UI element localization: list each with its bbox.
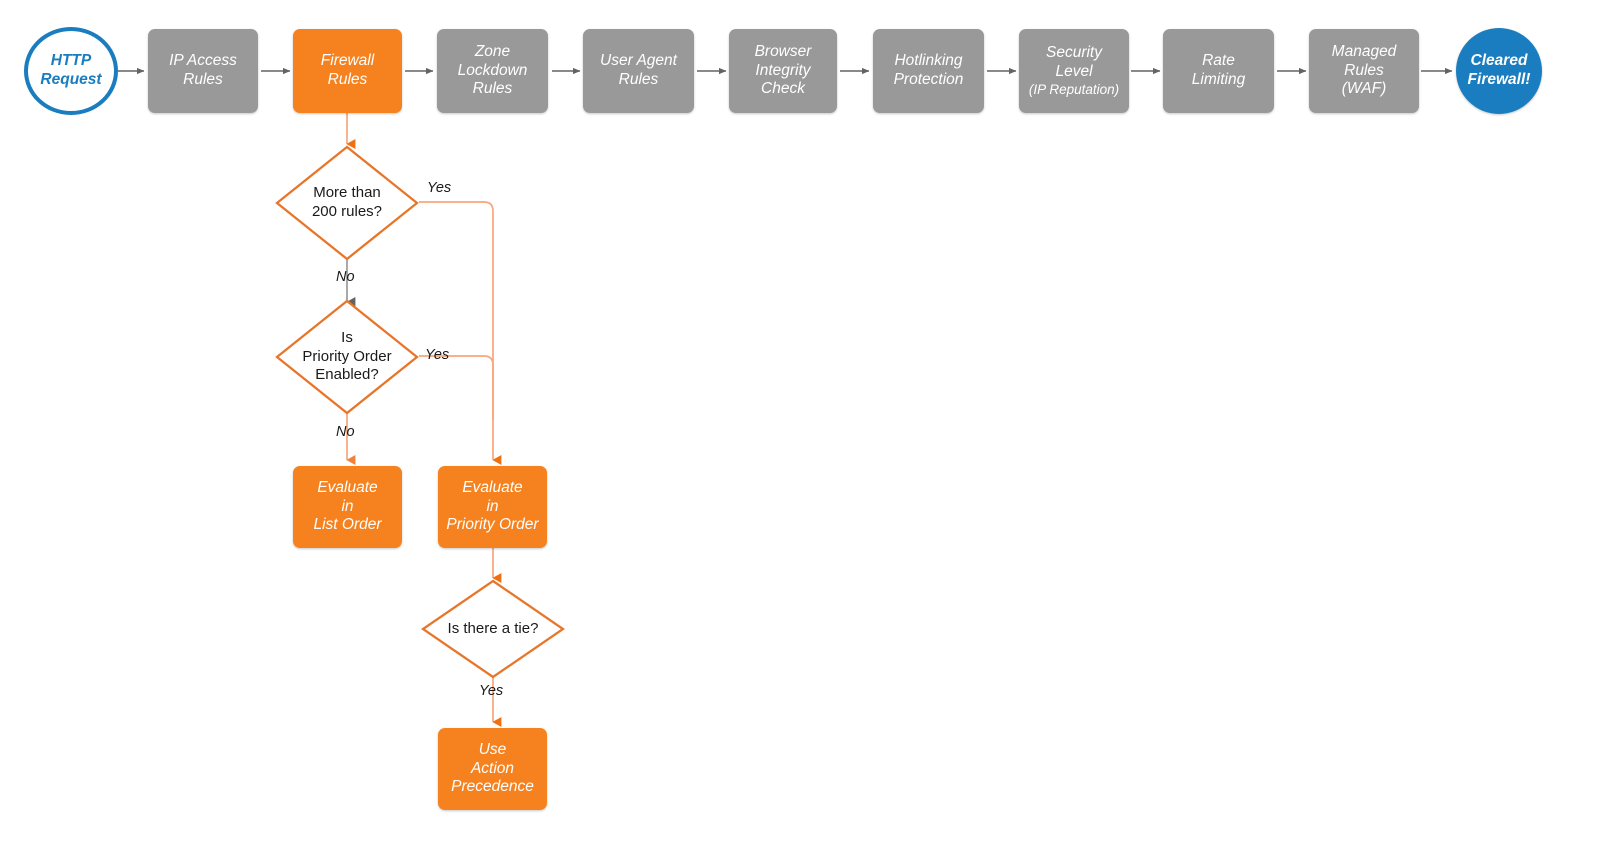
- stage-label-line3: (IP Reputation): [1028, 81, 1120, 97]
- stage-label-line3: (WAF): [1341, 80, 1387, 98]
- end-label-line2: Firewall!: [1467, 71, 1531, 88]
- end-label-line1: Cleared: [1470, 52, 1528, 70]
- decision-label-line3: Enabled?: [315, 366, 379, 384]
- edge-decision2-yes: [419, 355, 494, 420]
- stage-label-line1: Security: [1045, 43, 1102, 61]
- decision-more-than-200-rules[interactable]: More than 200 rules?: [275, 145, 419, 261]
- stage-label-line2: Protection: [893, 71, 964, 88]
- pipeline-stage-zone-lockdown-rules[interactable]: Zone Lockdown Rules: [437, 29, 548, 113]
- pipeline-stage-browser-integrity-check[interactable]: Browser Integrity Check: [729, 29, 837, 113]
- stage-label-line2: Lockdown: [457, 61, 528, 79]
- stage-label: IP Access Rules: [169, 52, 237, 90]
- stage-label: Security Level (IP Reputation): [1029, 44, 1119, 98]
- outcome-label-line3: Precedence: [451, 778, 534, 796]
- decision-label: Is there a tie?: [421, 579, 565, 679]
- stage-label-line1: Zone: [474, 42, 511, 60]
- pipeline-stage-managed-rules-waf[interactable]: Managed Rules (WAF): [1309, 29, 1419, 113]
- decision-is-there-a-tie[interactable]: Is there a tie?: [421, 579, 565, 679]
- outcome-label-line1: Evaluate: [462, 478, 523, 496]
- stage-label-line2: Rules: [183, 71, 223, 88]
- decision-label-line2: Priority Order: [302, 347, 392, 365]
- edge-decision1-yes: [419, 201, 502, 465]
- stage-label-line2: Level: [1055, 62, 1093, 80]
- stage-label-line2: Integrity: [755, 61, 811, 79]
- start-label-line2: Request: [40, 71, 102, 88]
- outcome-label-line2: Action: [470, 759, 515, 777]
- decision-label-line1: Is: [341, 328, 353, 346]
- stage-label: Hotlinking Protection: [894, 52, 964, 90]
- outcome-label-line1: Use: [478, 740, 507, 758]
- outcome-label-line3: Priority Order: [446, 516, 539, 534]
- stage-label: User Agent Rules: [600, 52, 677, 90]
- stage-label: Firewall Rules: [321, 52, 374, 90]
- diamond-shape-icon: [421, 579, 565, 679]
- outcome-label: Evaluate in List Order: [313, 479, 381, 536]
- edge-label-decision2-yes: Yes: [425, 347, 450, 363]
- pipeline-stage-rate-limiting[interactable]: Rate Limiting: [1163, 29, 1274, 113]
- outcome-evaluate-in-list-order[interactable]: Evaluate in List Order: [293, 466, 402, 548]
- stage-label-line1: Managed: [1331, 42, 1397, 60]
- start-node-label: HTTP Request: [40, 52, 101, 90]
- stage-label: Zone Lockdown Rules: [458, 43, 528, 100]
- stage-label-line2: Rules: [1344, 61, 1384, 79]
- stage-label-line1: Hotlinking: [894, 52, 963, 70]
- start-node-http-request[interactable]: HTTP Request: [24, 27, 118, 115]
- end-node-cleared-firewall[interactable]: Cleared Firewall!: [1456, 28, 1542, 114]
- stage-label-line1: Rate: [1202, 52, 1235, 70]
- pipeline-stage-firewall-rules[interactable]: Firewall Rules: [293, 29, 402, 113]
- stage-label-line1: User Agent: [600, 52, 677, 70]
- stage-label-line2: Limiting: [1191, 71, 1246, 88]
- diamond-shape-icon: [275, 145, 419, 261]
- stage-label-line3: Rules: [472, 80, 513, 98]
- stage-label-line2: Rules: [618, 71, 659, 88]
- stage-label-line3: Check: [761, 80, 805, 98]
- decision-label-line1: More than: [313, 184, 381, 202]
- edge-label-decision2-no: No: [336, 424, 355, 440]
- outcome-label-line3: List Order: [313, 516, 382, 534]
- stage-label-line1: IP Access: [169, 52, 237, 70]
- stage-label-line1: Firewall: [320, 52, 375, 70]
- outcome-label: Use Action Precedence: [451, 741, 534, 798]
- outcome-label: Evaluate in Priority Order: [446, 479, 538, 536]
- decision-label: More than 200 rules?: [275, 145, 419, 261]
- edge-label-decision1-no: No: [336, 269, 355, 285]
- decision-is-priority-order-enabled[interactable]: Is Priority Order Enabled?: [275, 299, 419, 415]
- edge-label-tie-yes: Yes: [479, 683, 504, 699]
- outcome-evaluate-in-priority-order[interactable]: Evaluate in Priority Order: [438, 466, 547, 548]
- stage-label: Rate Limiting: [1192, 52, 1245, 90]
- diamond-shape-icon: [275, 299, 419, 415]
- decision-label: Is Priority Order Enabled?: [275, 299, 419, 415]
- edge-label-decision1-yes: Yes: [427, 180, 452, 196]
- stage-label-line2: Rules: [327, 71, 368, 88]
- outcome-label-line2: in: [341, 497, 354, 515]
- stage-label: Browser Integrity Check: [755, 43, 812, 100]
- stage-label: Managed Rules (WAF): [1332, 43, 1397, 100]
- pipeline-stage-user-agent-rules[interactable]: User Agent Rules: [583, 29, 694, 113]
- decision-label-line2: 200 rules?: [311, 203, 383, 220]
- outcome-label-line2: in: [486, 497, 499, 515]
- outcome-label-line1: Evaluate: [317, 478, 378, 496]
- pipeline-stage-ip-access-rules[interactable]: IP Access Rules: [148, 29, 258, 113]
- decision-label-line1: Is there a tie?: [447, 619, 539, 637]
- end-node-label: Cleared Firewall!: [1468, 52, 1531, 90]
- stage-label-line1: Browser: [754, 42, 812, 60]
- pipeline-stage-security-level[interactable]: Security Level (IP Reputation): [1019, 29, 1129, 113]
- pipeline-stage-hotlinking-protection[interactable]: Hotlinking Protection: [873, 29, 984, 113]
- outcome-use-action-precedence[interactable]: Use Action Precedence: [438, 728, 547, 810]
- start-label-line1: HTTP: [50, 52, 92, 70]
